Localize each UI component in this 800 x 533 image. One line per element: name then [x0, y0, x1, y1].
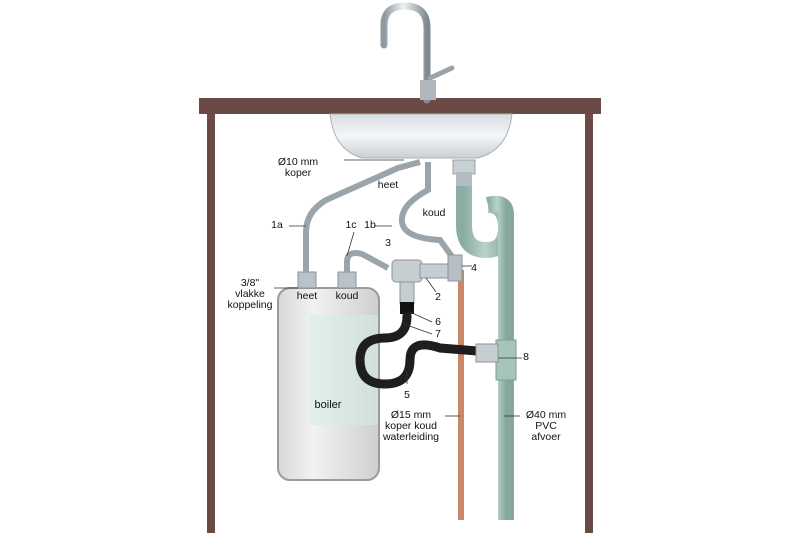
- number-1a: 1a: [271, 219, 283, 231]
- boiler-label: boiler: [314, 399, 342, 411]
- cold-water-line2: koper koud: [385, 420, 437, 432]
- black-drain-hose: [355, 311, 495, 389]
- copper-10mm-line2: koper: [284, 167, 312, 179]
- number-3: 3: [385, 237, 391, 249]
- number-1c: 1c: [345, 219, 357, 231]
- cold-water-line1: Ø15 mm: [390, 409, 432, 421]
- cold-water-label: Ø15 mm koper koud waterleiding: [375, 410, 447, 443]
- pvc-drain-label: Ø40 mm PVC afvoer: [520, 410, 572, 443]
- countertop: [199, 98, 601, 114]
- faucet: [380, 2, 455, 104]
- koud-hose-label: koud: [422, 207, 446, 219]
- sink-basin: [329, 113, 513, 159]
- number-6: 6: [435, 316, 441, 328]
- pvc-drain-pipe: [452, 159, 517, 520]
- cabinet: [199, 98, 601, 533]
- number-4: 4: [471, 262, 477, 274]
- number-5: 5: [404, 389, 410, 401]
- cabinet-leg-right: [585, 112, 593, 533]
- coupling-line1: 3/8": [240, 277, 260, 289]
- copper-cold-water-line: [458, 270, 464, 520]
- number-2: 2: [435, 291, 441, 303]
- coupling-line2: vlakke: [235, 288, 265, 300]
- coupling-line3: koppeling: [227, 299, 273, 311]
- valve-block: [391, 254, 463, 314]
- copper-10mm-line1: Ø10 mm: [277, 156, 319, 168]
- number-8: 8: [523, 351, 529, 363]
- pvc-drain-line3: afvoer: [531, 431, 561, 443]
- heet-hose-label: heet: [377, 179, 399, 191]
- pvc-drain-line1: Ø40 mm: [525, 409, 567, 421]
- braided-hoses: [303, 159, 459, 272]
- cabinet-leg-left: [207, 112, 215, 533]
- t-piece-connector: [475, 343, 499, 363]
- copper-10mm-label: Ø10 mm koper: [268, 157, 328, 179]
- pvc-drain-line2: PVC: [535, 420, 557, 432]
- cold-water-line3: waterleiding: [382, 431, 440, 443]
- boiler-heet-label: heet: [296, 290, 318, 302]
- boiler-unit: [277, 271, 380, 481]
- number-7: 7: [435, 328, 441, 340]
- boiler-koud-label: koud: [335, 290, 359, 302]
- leader-lines: [274, 159, 522, 417]
- number-1b: 1b: [364, 219, 376, 231]
- coupling-label: 3/8" vlakke koppeling: [222, 278, 278, 311]
